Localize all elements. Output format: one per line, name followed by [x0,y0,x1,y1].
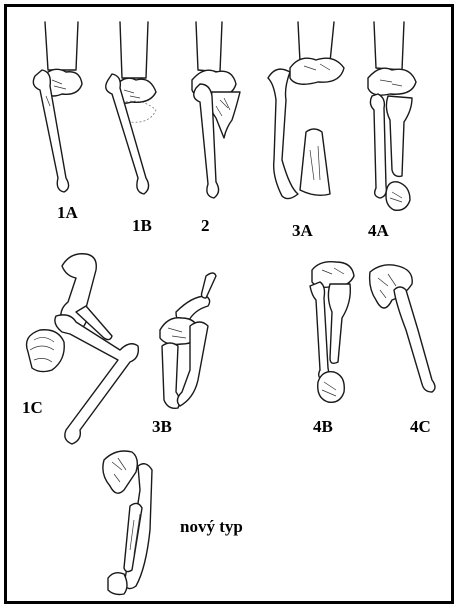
label-4A: 4A [368,221,390,240]
figure-3B [160,273,216,408]
figure-novy-typ [103,451,152,595]
label-4B: 4B [313,417,333,436]
label-1B: 1B [132,216,152,235]
figure-4C [370,265,435,392]
figure-2 [192,22,240,198]
figure-1A [33,22,82,192]
figure-3A [268,22,344,199]
label-3B: 3B [152,417,172,436]
figure-1B [106,22,156,194]
figure-4A [368,22,416,210]
label-2: 2 [201,216,210,235]
label-4C: 4C [410,417,431,436]
label-1C: 1C [22,398,43,417]
label-1A: 1A [57,203,79,222]
label-3A: 3A [292,221,314,240]
label-novy-typ: nový typ [180,517,243,536]
figure-1C [27,254,139,444]
figure-4B [310,262,354,403]
